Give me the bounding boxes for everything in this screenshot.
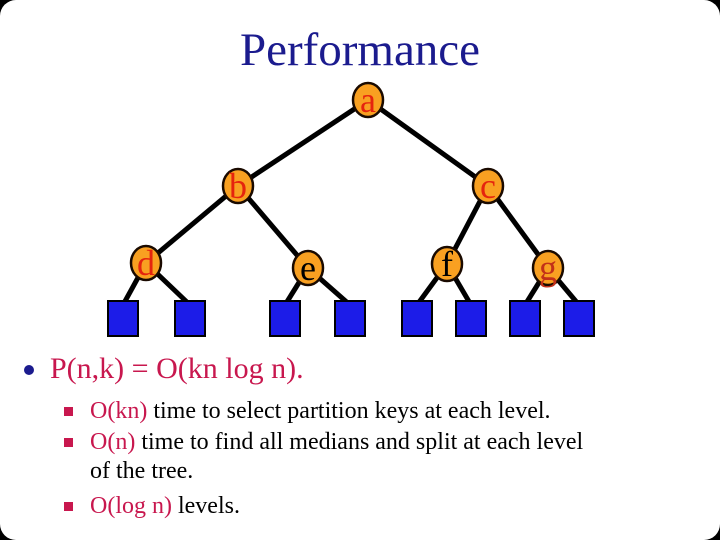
text-segment: P(n,k) = O(kn log n). bbox=[50, 352, 304, 385]
tree-edge bbox=[236, 97, 370, 189]
bullet-square-icon bbox=[64, 438, 73, 447]
text-segment: O(n) bbox=[90, 429, 136, 455]
tree-node-label-f: f bbox=[441, 244, 453, 284]
text-segment: time to select partition keys at each le… bbox=[147, 398, 551, 424]
text-segment: time to find all medians and split at ea… bbox=[90, 429, 584, 484]
bullet-main-text: P(n,k) = O(kn log n). bbox=[50, 352, 304, 386]
tree-node-d bbox=[129, 244, 163, 282]
tree-node-label-e: e bbox=[300, 248, 316, 288]
tree-edge bbox=[366, 97, 490, 189]
sub-bullet-text: O(kn) time to select partition keys at e… bbox=[90, 397, 595, 426]
text-segment: levels. bbox=[171, 493, 240, 519]
tree-edge bbox=[236, 184, 310, 270]
tree-node-label-a: a bbox=[360, 80, 376, 120]
leaf-square bbox=[334, 300, 366, 337]
bullet-main: P(n,k) = O(kn log n). bbox=[24, 352, 304, 386]
leaf-square bbox=[401, 300, 433, 337]
tree-node-label-c: c bbox=[480, 166, 496, 206]
tree-node-label-d: d bbox=[137, 243, 155, 283]
tree-edge bbox=[144, 184, 240, 265]
leaf-square bbox=[269, 300, 301, 337]
bullet-dot-icon bbox=[24, 365, 34, 375]
tree-node-f bbox=[430, 245, 464, 283]
leaf-square bbox=[174, 300, 206, 337]
sub-bullet-item: O(n) time to find all medians and split … bbox=[64, 428, 595, 486]
tree-node-a bbox=[351, 81, 385, 119]
slide-title: Performance bbox=[239, 24, 481, 76]
tree-node-label-g: g bbox=[539, 248, 557, 288]
tree-node-b bbox=[221, 167, 255, 205]
text-segment: O(kn) bbox=[90, 398, 148, 424]
tree-node-label-b: b bbox=[229, 166, 247, 206]
sub-bullet-item: O(kn) time to select partition keys at e… bbox=[64, 397, 595, 426]
bullet-square-icon bbox=[64, 502, 73, 511]
sub-bullet-text: O(n) time to find all medians and split … bbox=[90, 428, 595, 486]
sub-bullet-text: O(log n) levels. bbox=[90, 492, 595, 521]
bullet-square-icon bbox=[64, 407, 73, 416]
text-segment: O(log n) bbox=[90, 493, 172, 519]
tree-node-e bbox=[291, 249, 325, 287]
tree-node-g bbox=[531, 249, 565, 287]
leaf-square bbox=[563, 300, 595, 337]
leaf-square bbox=[107, 300, 139, 337]
leaf-square bbox=[509, 300, 541, 337]
leaf-square bbox=[455, 300, 487, 337]
tree-node-c bbox=[471, 167, 505, 205]
sub-bullet-item: O(log n) levels. bbox=[64, 492, 595, 521]
